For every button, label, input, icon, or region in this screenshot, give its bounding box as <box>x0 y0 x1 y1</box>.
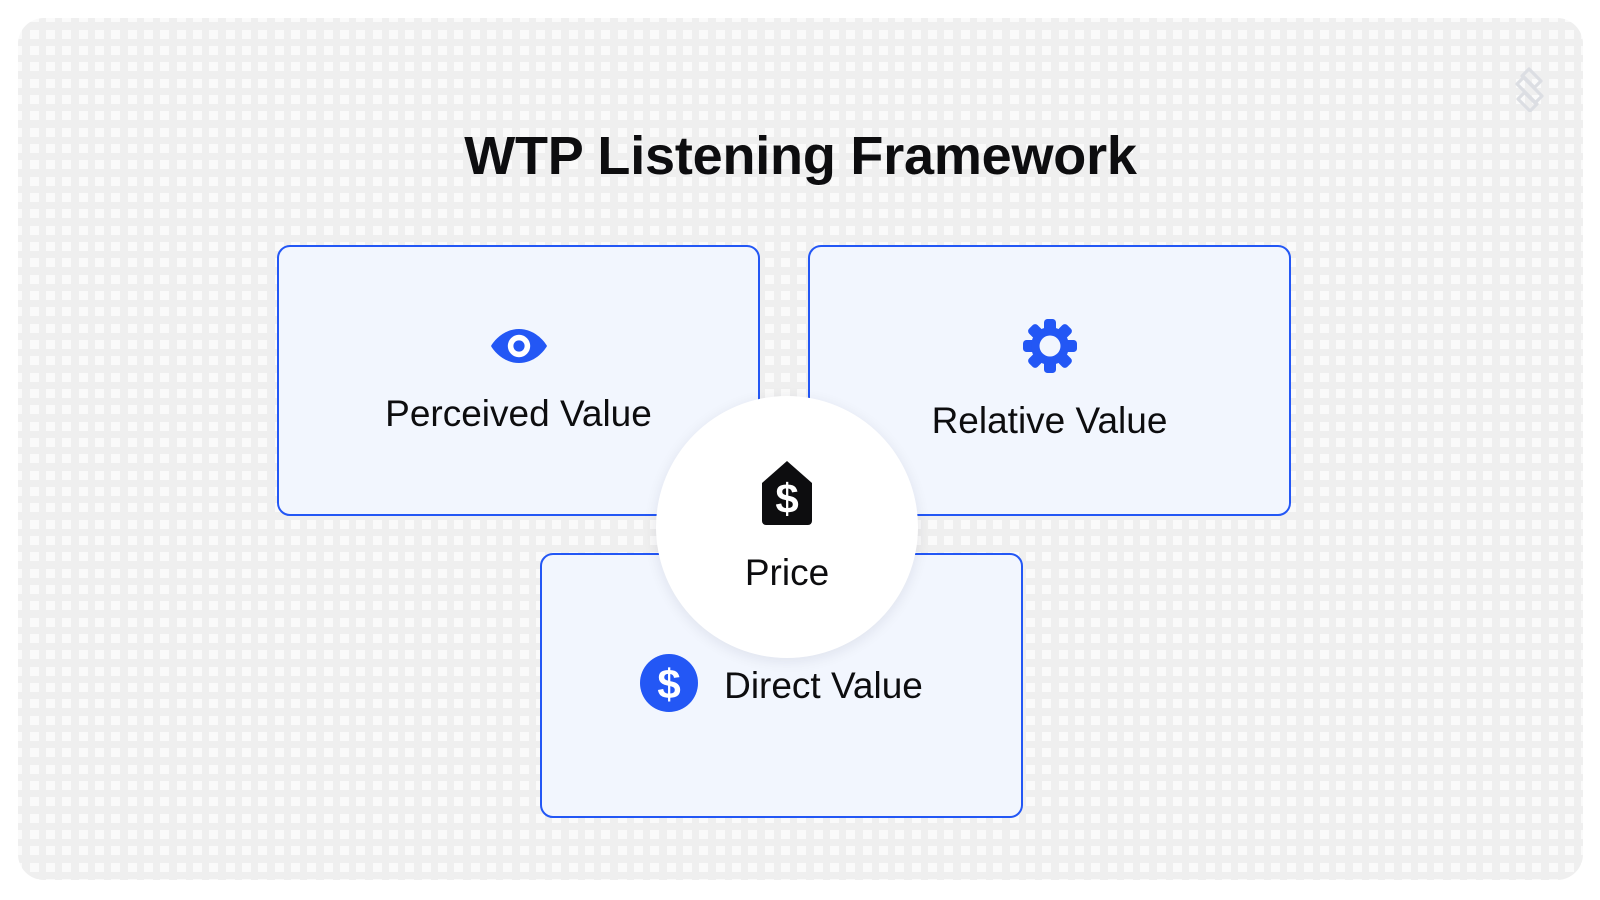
card-label: Relative Value <box>931 400 1168 441</box>
center-hub-price[interactable]: $ Price <box>656 396 918 658</box>
hub-label: Price <box>744 551 830 593</box>
svg-text:$: $ <box>775 475 798 522</box>
card-perceived-value[interactable]: Perceived Value <box>277 245 760 516</box>
s-logo-icon <box>1503 66 1545 113</box>
gear-icon <box>1022 319 1077 378</box>
page-title: WTP Listening Framework <box>464 126 1137 186</box>
svg-text:$: $ <box>657 661 680 708</box>
price-tag-dollar-icon: $ <box>762 460 812 530</box>
dollar-circle-icon: $ <box>640 654 699 717</box>
card-label: Perceived Value <box>385 393 652 434</box>
eye-icon <box>490 326 548 371</box>
diagram-canvas: WTP Listening Framework Perceived Value <box>18 18 1583 880</box>
card-label: Direct Value <box>724 664 923 706</box>
